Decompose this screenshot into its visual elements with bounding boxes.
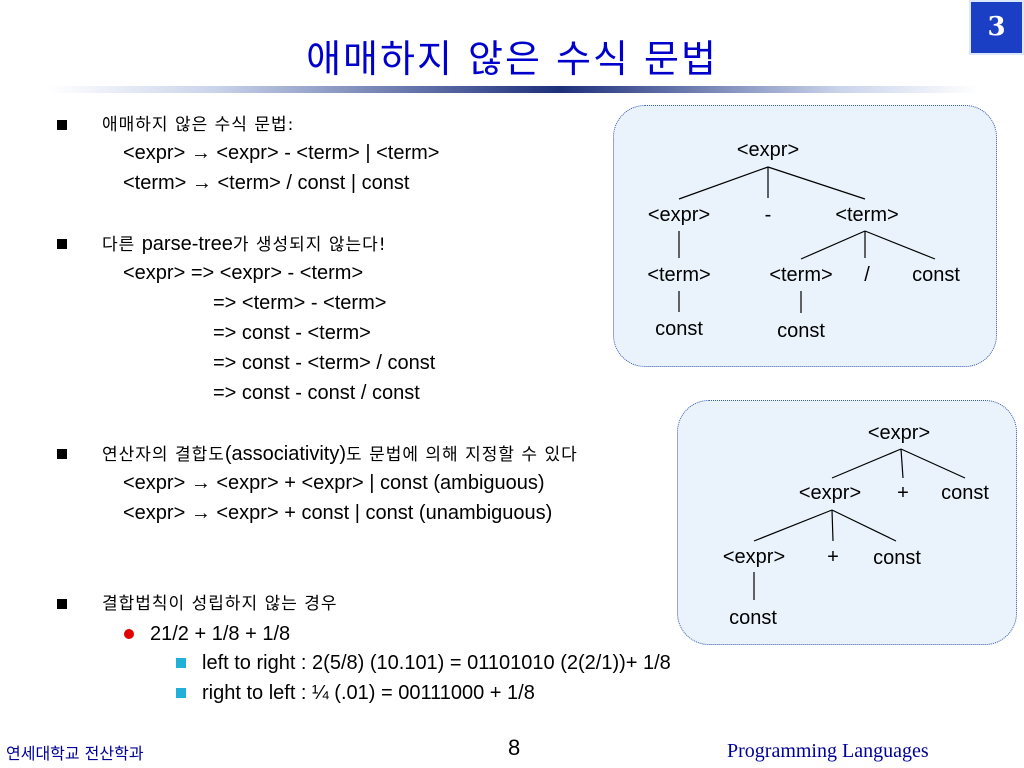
bullet3-heading-kr1: 연산자의 결합도 <box>102 445 225 465</box>
tree1-node-const-left: const <box>655 318 703 340</box>
bullet2-heading-en: parse-tree <box>141 233 233 255</box>
tree1-node-const-mid: const <box>777 320 825 342</box>
tree2-edge <box>831 509 897 542</box>
tree1-node-const-right: const <box>912 264 960 286</box>
footer-department: 연세대학교 전산학과 <box>6 744 144 763</box>
page-number: 8 <box>508 735 521 760</box>
example-expression: 21/2 + 1/8 + 1/8 <box>150 623 291 645</box>
tree2-edge <box>753 509 833 542</box>
bullet-dot <box>124 629 134 639</box>
tree2-edge <box>900 448 966 479</box>
bullet1-heading: 애매하지 않은 수식 문법: <box>102 115 295 135</box>
bullet-square <box>57 120 67 130</box>
tree2-node-plus: + <box>897 482 909 504</box>
title-divider <box>48 86 978 93</box>
bullet3-heading-kr2: 도 문법에 의해 지정할 수 있다 <box>346 445 578 465</box>
bullet3-heading-en: (associativity) <box>224 443 347 465</box>
grammar-rule-expr: <expr> → <expr> - <term> | <term> <box>123 142 440 164</box>
tree2-node-const3: const <box>729 607 777 629</box>
tree1-node-minus: - <box>765 204 772 226</box>
derivation-line-1: => <term> - <term> <box>213 292 387 314</box>
tree1-edge <box>678 166 769 200</box>
bullet2-heading: 다른 parse-tree가 생성되지 않는다! <box>102 229 387 260</box>
tree1-node-term: <term> <box>835 204 898 226</box>
bullet-square <box>57 599 67 609</box>
tree1-edge <box>864 230 936 260</box>
footer-course: Programming Languages <box>727 740 929 762</box>
grammar-rule-unambiguous: <expr> → <expr> + const | const (unambig… <box>123 502 553 524</box>
tree2-node-expr2: <expr> <box>723 546 785 568</box>
slide-number-badge: 3 <box>969 0 1024 55</box>
derivation-line-3: => const - <term> / const <box>213 352 436 374</box>
tree2-node-plus2: + <box>827 546 839 568</box>
bullet2-heading-kr1: 다른 <box>102 235 142 255</box>
parse-tree-panel-1 <box>613 105 997 367</box>
tree2-edge <box>831 448 902 479</box>
tree1-node-term-right: <term> <box>769 264 832 286</box>
bullet-square-cyan <box>176 658 186 668</box>
tree1-node-term-left: <term> <box>647 264 710 286</box>
parse-tree-1: <expr> <expr> - <term> <term> <term> / c… <box>647 139 960 342</box>
bullet4-heading: 결합법칙이 성립하지 않는 경우 <box>102 594 338 614</box>
tree1-node-slash: / <box>864 264 870 286</box>
tree1-node-root: <expr> <box>737 139 799 161</box>
tree2-node-expr: <expr> <box>799 482 861 504</box>
tree2-edge <box>831 509 834 542</box>
tree2-edge <box>900 448 904 479</box>
bullet3-heading: 연산자의 결합도(associativity)도 문법에 의해 지정할 수 있다 <box>102 439 578 470</box>
tree1-edge <box>767 166 866 200</box>
parse-tree-2: <expr> <expr> + const <expr> + const con… <box>723 422 989 629</box>
derivation-line-4: => const - const / const <box>213 382 420 404</box>
tree1-node-expr: <expr> <box>648 204 710 226</box>
bullet-square <box>57 239 67 249</box>
bullet2-heading-kr2: 가 생성되지 않는다! <box>232 235 387 255</box>
bullet-square-cyan <box>176 688 186 698</box>
derivation-line-0: <expr> => <expr> - <term> <box>123 262 364 284</box>
derivation-line-2: => const - <term> <box>213 322 371 344</box>
bullet-square <box>57 449 67 459</box>
grammar-rule-ambiguous: <expr> → <expr> + <expr> | const (ambigu… <box>123 472 545 494</box>
example-left-to-right: left to right : 2(5/8) (10.101) = 011010… <box>202 652 671 674</box>
slide-title: 애매하지 않은 수식 문법 <box>306 37 718 81</box>
example-right-to-left: right to left : ¼ (.01) = 00111000 + 1/8 <box>202 682 535 704</box>
tree2-node-const: const <box>941 482 989 504</box>
parse-tree-panel-2 <box>677 400 1017 645</box>
grammar-rule-term: <term> → <term> / const | const <box>123 172 410 194</box>
tree2-node-const2: const <box>873 547 921 569</box>
tree1-edge <box>800 230 866 260</box>
tree2-node-root: <expr> <box>868 422 930 444</box>
